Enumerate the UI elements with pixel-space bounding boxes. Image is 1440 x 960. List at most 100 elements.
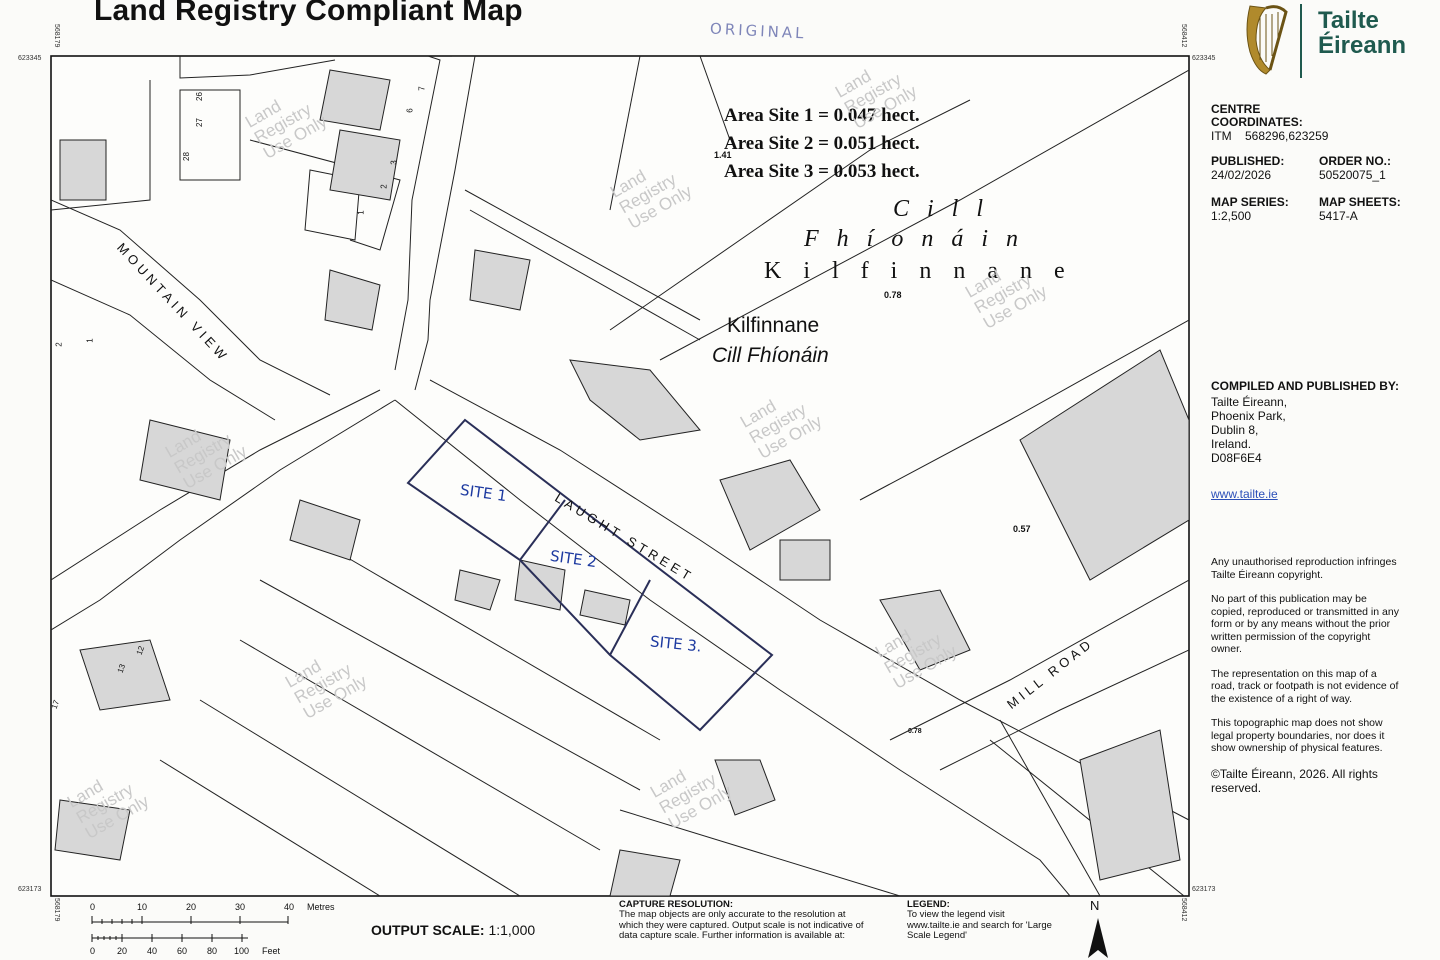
grid-bottom-right-easting: 568412 xyxy=(1180,898,1187,922)
boundary-n-4 xyxy=(699,56,731,141)
brand-name: Tailte Éireann xyxy=(1318,8,1406,58)
area-label-1: 1.41 xyxy=(714,150,732,160)
compiled-line-1: Tailte Éireann, xyxy=(1211,395,1288,409)
published-value: 24/02/2026 xyxy=(1211,168,1272,182)
block-top-left xyxy=(179,56,336,79)
metres-tick-10: 10 xyxy=(137,902,148,912)
compiled-line-4: Ireland. xyxy=(1211,437,1252,451)
centre-coords-label: CENTRE COORDINATES: xyxy=(1211,102,1303,129)
area-site-3: Area Site 3 = 0.053 hect. xyxy=(724,161,920,182)
building-7 xyxy=(719,459,821,551)
info-panel: CENTRE COORDINATES: ITM 568296,623259 PU… xyxy=(1211,102,1431,224)
site-divider-2-3 xyxy=(609,579,651,656)
area-label-2: 0.78 xyxy=(884,290,902,300)
road-edge-main-west xyxy=(394,56,441,371)
area-list: Area Site 1 = 0.047 hect. Area Site 2 = … xyxy=(724,102,920,186)
boundary-ne-3 xyxy=(859,319,1189,501)
feet-tick-80: 80 xyxy=(207,946,218,956)
building-4 xyxy=(324,269,381,331)
building-19 xyxy=(609,849,681,896)
building-6 xyxy=(569,359,701,441)
capture-head: CAPTURE RESOLUTION: xyxy=(619,899,733,910)
output-scale: OUTPUT SCALE: 1:1,000 xyxy=(371,922,535,938)
road-mill-north xyxy=(889,579,1189,741)
feet-tick-20: 20 xyxy=(117,946,128,956)
house-number-1b: 1 xyxy=(85,338,95,343)
area-site-2: Area Site 2 = 0.051 hect. xyxy=(724,133,920,154)
plot-line-4 xyxy=(199,699,521,896)
capture-text: The map objects are only accurate to the… xyxy=(619,909,864,941)
block-mid-left xyxy=(249,139,401,251)
plot-line-5 xyxy=(159,759,381,896)
order-label: ORDER NO.: xyxy=(1319,154,1391,168)
area-label-4: 0.78 xyxy=(908,728,922,735)
grid-bottom-right-northing: 623173 xyxy=(1192,886,1216,893)
block-house-row xyxy=(179,89,241,181)
feet-label: Feet xyxy=(262,946,281,956)
website-link[interactable]: www.tailte.ie xyxy=(1211,487,1278,501)
house-number-3: 3 xyxy=(389,160,399,165)
building-2 xyxy=(319,69,391,131)
brand-divider xyxy=(1300,4,1302,78)
building-8 xyxy=(779,539,831,581)
compiled-line-2: Phoenix Park, xyxy=(1211,409,1286,423)
building-1 xyxy=(59,139,107,201)
legend-text: To view the legend visit www.tailte.ie a… xyxy=(907,909,1052,941)
road-mountain-view-north xyxy=(51,199,331,396)
house-number-28: 28 xyxy=(181,152,191,161)
map-title: Land Registry Compliant Map xyxy=(94,0,523,27)
grid-top-left-easting: 568179 xyxy=(53,24,60,48)
road-west-north-edge xyxy=(51,399,396,631)
boundary-n-3 xyxy=(469,209,701,341)
road-laught-south xyxy=(394,399,1071,896)
area-site-1: Area Site 1 = 0.047 hect. xyxy=(724,105,920,126)
site-divider-1-2 xyxy=(519,499,566,561)
house-number-2b: 2 xyxy=(54,342,64,347)
map-series-label: MAP SERIES: xyxy=(1211,195,1289,209)
block-left-edge xyxy=(51,80,151,211)
building-11 xyxy=(714,759,776,816)
metres-tick-30: 30 xyxy=(235,902,246,912)
output-scale-value: 1:1,000 xyxy=(488,922,536,938)
place-irish-line1: C i l l xyxy=(893,196,990,222)
grid-top-right-easting: 568412 xyxy=(1180,24,1187,48)
brand-line2: Éireann xyxy=(1318,32,1407,59)
feet-tick-60: 60 xyxy=(177,946,188,956)
house-number-27: 27 xyxy=(194,118,204,127)
building-9 xyxy=(879,589,971,671)
north-label: N xyxy=(1090,898,1100,913)
plot-line-6 xyxy=(619,809,901,896)
feet-tick-40: 40 xyxy=(147,946,158,956)
house-number-7: 7 xyxy=(417,86,427,91)
published-label: PUBLISHED: xyxy=(1211,154,1285,168)
house-number-2: 2 xyxy=(379,184,389,189)
legend-section: LEGEND: To view the legend visit www.tai… xyxy=(907,899,1057,942)
place-irish-line2: F h í o n á i n xyxy=(804,226,1024,252)
building-18 xyxy=(79,639,171,711)
road-laught-north xyxy=(429,379,1189,821)
house-number-6: 6 xyxy=(405,108,415,113)
building-large xyxy=(1019,349,1189,581)
note-copyright: Any unauthorised reproduction infringes … xyxy=(1211,556,1397,581)
house-number-1: 1 xyxy=(356,210,366,215)
building-14 xyxy=(139,419,231,501)
building-10 xyxy=(1079,729,1181,881)
scale-bar xyxy=(91,916,289,942)
road-mill-south xyxy=(939,649,1189,771)
plot-line-3 xyxy=(239,639,601,851)
boundary-ne-1 xyxy=(609,99,971,331)
building-3 xyxy=(329,129,401,201)
metres-tick-40: 40 xyxy=(284,902,295,912)
area-label-3: 0.57 xyxy=(1013,524,1031,534)
map-sheets-label: MAP SHEETS: xyxy=(1319,195,1401,209)
building-16 xyxy=(454,569,501,611)
compiled-line-5: D08F6E4 xyxy=(1211,451,1262,465)
building-15 xyxy=(289,499,361,561)
note-right-of-way: The representation on this map of a road… xyxy=(1211,667,1399,705)
capture-resolution: CAPTURE RESOLUTION: The map objects are … xyxy=(619,899,869,942)
place-name: Kilfinnane xyxy=(727,314,820,337)
plot-line-1 xyxy=(299,529,661,741)
compiled-line-3: Dublin 8, xyxy=(1211,423,1259,437)
grid-bottom-left-easting: 568179 xyxy=(53,898,60,922)
